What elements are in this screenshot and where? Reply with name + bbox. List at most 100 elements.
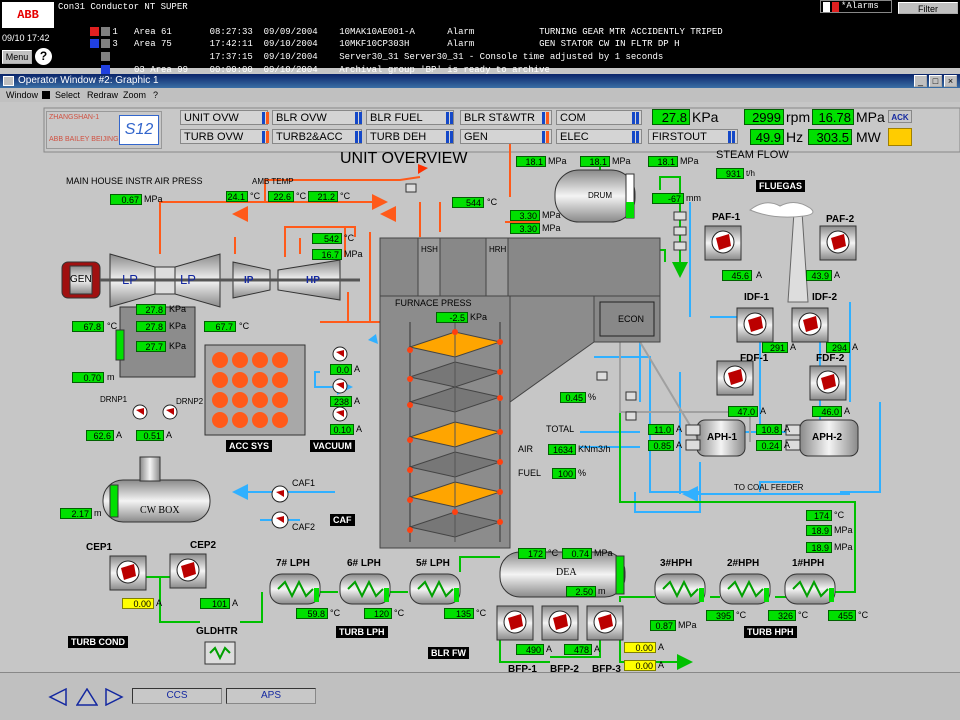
pumps: [109, 225, 857, 641]
econ-label: ECON: [618, 314, 645, 324]
maximize-button[interactable]: □: [929, 75, 942, 87]
ack-button[interactable]: ACK: [888, 110, 912, 123]
nav-firstout[interactable]: FIRSTOUT: [648, 129, 738, 144]
nav-unit-ovw[interactable]: UNIT OVW: [180, 110, 268, 125]
nav-com[interactable]: COM: [556, 110, 642, 125]
window-titlebar[interactable]: Operator Window #2: Graphic 1: [0, 74, 960, 88]
cwbox-level-gauge: [109, 484, 119, 518]
bfp1-label: BFP-1: [508, 664, 537, 675]
filter-button[interactable]: Filter: [898, 2, 958, 14]
unit-label: A: [844, 406, 851, 416]
nav-elec[interactable]: ELEC: [556, 129, 642, 144]
nav-turb-ovw[interactable]: TURB OVW: [180, 129, 268, 144]
hph2-temp: 326: [768, 610, 796, 621]
ack-flag-icon[interactable]: [101, 52, 111, 62]
menu-button[interactable]: Menu: [2, 50, 32, 64]
unit-label: °C: [487, 197, 498, 207]
alarm-flag-icon[interactable]: [101, 65, 111, 75]
process-graphic: ZHANGSHAN-1 ABB BAILEY BEIJING S12 UNIT …: [0, 102, 960, 675]
lph7-temp: 59.8: [296, 608, 328, 619]
aph2-main-amps: 10.8: [756, 424, 782, 435]
menu-select[interactable]: Select: [55, 90, 81, 100]
unit-label: MPa: [834, 525, 853, 535]
idf2-amps: 294: [826, 342, 850, 353]
menu-zoom[interactable]: Zoom: [123, 90, 147, 100]
unit-label: MPa: [344, 249, 363, 259]
bfp1-amps: 490: [516, 644, 544, 655]
menu-window[interactable]: Window: [6, 90, 39, 100]
nav-blr-ovw[interactable]: BLR OVW: [272, 110, 362, 125]
heaters: [204, 573, 836, 665]
furnace-press-value: -2.5: [436, 312, 468, 323]
drnp2-label: DRNP2: [176, 397, 204, 406]
ip-label: IP: [244, 275, 254, 286]
prev-page-icon[interactable]: [48, 688, 68, 706]
caf1-label: CAF1: [292, 478, 316, 488]
nav-blr-stwtr[interactable]: BLR ST&WTR: [460, 110, 552, 125]
alarm-banner: ABB 09/10 17:42 Menu ? Con31 Conductor N…: [0, 0, 960, 75]
ack-flag-icon[interactable]: [101, 39, 111, 49]
unit-label: t/h: [746, 169, 755, 178]
frequency-value: 49.9: [750, 129, 784, 145]
nav-indicator-icon: [632, 131, 635, 143]
alarm-row[interactable]: 17:37:15 09/10/2004 Server30_31 Server30…: [58, 39, 663, 62]
amb-temp-label: AMB TEMP: [252, 177, 294, 186]
gldhtr-label: GLDHTR: [196, 626, 238, 637]
fuel-label: FUEL: [518, 468, 542, 478]
nav-indicator-icon: [636, 131, 639, 143]
aph1-body: [696, 419, 746, 457]
unit-label: °C: [834, 510, 845, 520]
nav-gen[interactable]: GEN: [460, 129, 552, 144]
unit-label: °C: [476, 608, 487, 618]
cwbox-label: CW BOX: [140, 505, 180, 516]
alarm-bell-icon: [832, 2, 839, 12]
next-page-icon[interactable]: [104, 688, 124, 706]
nav-blr-fuel[interactable]: BLR FUEL: [366, 110, 454, 125]
hp-mpa: 16.7: [312, 249, 342, 260]
ack-flag-icon[interactable]: [101, 27, 111, 37]
unit-label: MPa: [144, 194, 163, 204]
alarm-row[interactable]: 1 Area 61 08:27:33 09/09/2004 10MAK10AE0…: [58, 14, 723, 37]
alarm-flag-icon[interactable]: [90, 27, 100, 37]
burner-levels: [408, 322, 502, 542]
valves: [405, 183, 801, 451]
close-button[interactable]: ×: [944, 75, 957, 87]
alarm-row[interactable]: 3 Area 75 17:42:11 09/10/2004 10MKF10CP3…: [58, 26, 680, 49]
nav-indicator-icon: [732, 131, 735, 143]
unit-label: MPa: [612, 156, 631, 166]
alarm-horn-icon[interactable]: [888, 128, 912, 146]
console-header: Con31 Conductor NT SUPER: [58, 2, 188, 12]
menu-help[interactable]: ?: [153, 90, 159, 100]
idf1-amps: 291: [762, 342, 788, 353]
paf1-label: PAF-1: [712, 212, 741, 223]
cond-kpa-3: 27.7: [136, 341, 166, 352]
minimize-button[interactable]: _: [914, 75, 927, 87]
blr-fw-label: BLR FW: [428, 647, 469, 659]
nav-turb-deh[interactable]: TURB DEH: [366, 129, 454, 144]
aps-button[interactable]: APS: [226, 688, 316, 704]
alarm-row[interactable]: 03 Area 99 00:00:00 09/10/2004 Archival …: [58, 52, 550, 75]
alarm-flag-icon[interactable]: [90, 39, 100, 49]
unit-label: MPa: [594, 548, 613, 558]
drum-level-fill: [626, 202, 634, 218]
fw-outlet-temp: 174: [806, 510, 832, 521]
unit-label: A: [594, 644, 601, 654]
ccs-button[interactable]: CCS: [132, 688, 222, 704]
unit-label: %: [578, 468, 587, 478]
fdf2-label: FDF-2: [816, 353, 845, 364]
small-fans: [132, 346, 348, 529]
select-square-icon[interactable]: [42, 91, 50, 99]
menu-redraw[interactable]: Redraw: [87, 90, 119, 100]
help-icon[interactable]: ?: [35, 48, 52, 65]
nav-turb2acc[interactable]: TURB2&ACC: [272, 129, 362, 144]
acc-sys-label: ACC SYS: [226, 440, 273, 452]
menu-bar: Window Select Redraw Zoom ?: [0, 88, 960, 102]
hph1-label: 1#HPH: [792, 558, 825, 569]
home-page-icon[interactable]: [76, 688, 98, 706]
dea-level-gauge: [615, 555, 625, 595]
dea-level: 2.50: [566, 586, 596, 597]
alarms-button[interactable]: *Alarms: [820, 0, 892, 13]
abb-logo: ABB: [2, 2, 54, 28]
fdf1-label: FDF-1: [740, 353, 769, 364]
